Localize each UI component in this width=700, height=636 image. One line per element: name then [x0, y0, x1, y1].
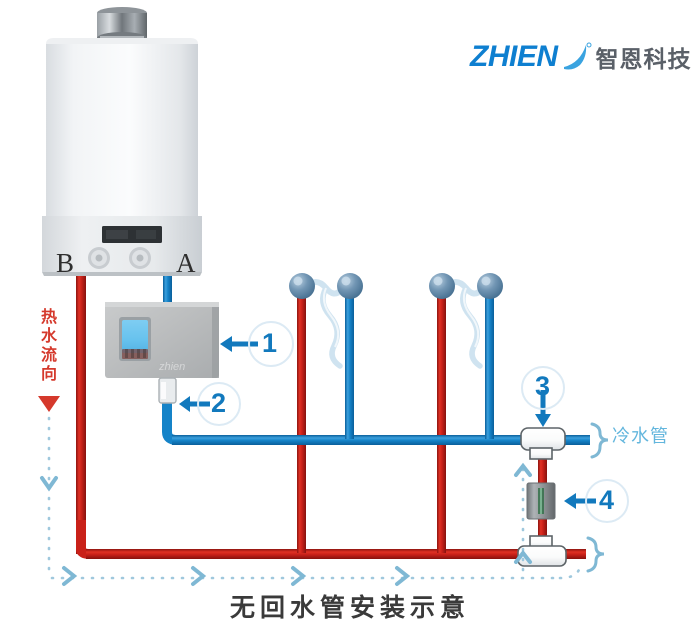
svg-text:zhien: zhien — [158, 361, 185, 373]
callout-arrow-4 — [564, 493, 596, 509]
circulation-pump-controller[interactable]: zhien — [105, 302, 219, 404]
cold-water-tee-fitting — [520, 427, 566, 460]
check-valve — [526, 482, 556, 520]
tap-valve-cold-2[interactable] — [477, 273, 503, 299]
callout-number-3: 3 — [535, 371, 551, 401]
brand-logo-english: ZHIEN — [470, 40, 558, 73]
cold-water-pipe — [162, 268, 590, 445]
callout-arrow-2 — [179, 396, 210, 412]
pipe-end-brace-cold — [590, 422, 609, 459]
callout-arrow-1 — [220, 336, 258, 352]
heater-knob-left[interactable] — [88, 247, 110, 269]
flow-label-char-3: 向 — [40, 364, 57, 383]
callout-number-4: 4 — [599, 485, 615, 515]
water-heater — [42, 7, 202, 276]
tap-valve-hot-1[interactable] — [289, 273, 315, 299]
brand-logo-chinese: 智恩科技 — [595, 47, 692, 73]
callout-number-2: 2 — [211, 388, 227, 418]
diagram-caption: 无回水管安装示意 — [229, 593, 470, 622]
flow-label-char-1: 水 — [40, 326, 57, 345]
hot-flow-arrow — [38, 396, 60, 412]
flow-label-char-2: 流 — [40, 345, 57, 364]
pipe-end-brace-hot — [586, 536, 605, 573]
pump-display — [122, 320, 148, 353]
callout-number-1: 1 — [262, 328, 278, 358]
fixture-shower-mixer-1 — [289, 273, 363, 369]
heater-port-b-label: B — [56, 248, 75, 278]
brand-swoosh-icon — [563, 42, 591, 70]
fixture-shower-mixer-2 — [429, 273, 503, 369]
callout-halos — [197, 321, 629, 523]
cold-water-pipe-label: 冷水管 — [612, 426, 669, 447]
flow-label-char-0: 热 — [40, 307, 57, 326]
pump-outlet-fitting — [158, 377, 177, 404]
heater-knob-right[interactable] — [129, 247, 151, 269]
tap-valve-hot-2[interactable] — [429, 273, 455, 299]
heater-port-a-label: A — [176, 248, 196, 278]
hot-water-flow-label: 热 水 流 向 — [38, 307, 60, 383]
tap-valve-cold-1[interactable] — [337, 273, 363, 299]
recirculation-flow-path — [47, 416, 562, 580]
hot-water-tee-fitting — [517, 535, 567, 567]
recirculation-flow-chevrons — [40, 462, 532, 586]
brand-logo: ZHIEN 智恩科技 — [470, 40, 692, 74]
